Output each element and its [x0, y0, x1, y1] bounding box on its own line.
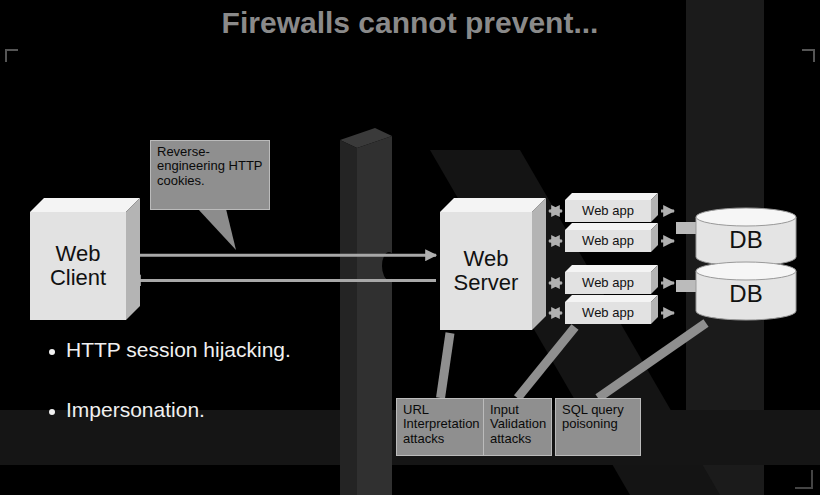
- firewall-face: [340, 140, 357, 495]
- flow-arrow: [549, 282, 562, 285]
- corner-mark: [6, 50, 18, 62]
- node-label: Web Client: [36, 242, 120, 290]
- web-app-box: Web app: [565, 230, 651, 252]
- flow-arrow: [661, 282, 674, 285]
- bullet-dot: [49, 349, 55, 355]
- cylinder-top: [696, 262, 796, 280]
- callout-pointer: [598, 323, 706, 398]
- firewall-side: [357, 136, 392, 495]
- box-top-face: [565, 223, 658, 230]
- box-top-face: [30, 198, 140, 212]
- corner-mark: [802, 50, 814, 62]
- box-top-face: [565, 295, 658, 302]
- callout-text: Input Validation attacks: [490, 403, 546, 446]
- node-label: Web app: [582, 306, 634, 320]
- flow-arrow: [130, 279, 436, 282]
- box-side-face: [651, 223, 658, 252]
- box-side-face: [532, 198, 546, 330]
- box-side-face: [126, 198, 140, 320]
- database-cylinder: DB: [696, 262, 796, 320]
- callout-pointer: [441, 333, 451, 398]
- corner-mark: [795, 470, 812, 488]
- node-label: DB: [729, 227, 762, 253]
- callout-text: URL Interpretation attacks: [403, 403, 480, 446]
- flow-arrow: [661, 210, 674, 213]
- callout-box: SQL query poisoning: [555, 398, 641, 456]
- slide-title: Firewalls cannot prevent...: [0, 6, 820, 40]
- box-side-face: [651, 265, 658, 294]
- box-top-face: [565, 193, 658, 200]
- callout-text: Reverse-engineering HTTP cookies.: [157, 145, 263, 188]
- box-side-face: [651, 295, 658, 324]
- client-box: Web Client: [30, 212, 126, 320]
- flow-arrow: [549, 312, 562, 315]
- web-app-box: Web app: [565, 200, 651, 222]
- callout-text: SQL query poisoning: [562, 403, 634, 432]
- db-connector: [676, 280, 696, 292]
- cylinder-top: [696, 208, 796, 226]
- bullet-text: Impersonation.: [66, 398, 316, 422]
- flow-arrow: [661, 312, 674, 315]
- flow-arrow: [130, 254, 436, 257]
- node-label: Web app: [582, 234, 634, 248]
- db-connector: [676, 222, 696, 234]
- box-top-face: [565, 265, 658, 272]
- callout-pointer: [518, 327, 576, 398]
- flow-arrow: [549, 240, 562, 243]
- callout-pointer: [198, 209, 236, 250]
- node-label: Web app: [582, 204, 634, 218]
- web-app-box: Web app: [565, 272, 651, 294]
- web-app-box: Web app: [565, 302, 651, 324]
- flow-arrow: [549, 210, 562, 213]
- server-box: Web Server: [440, 212, 532, 330]
- box-side-face: [651, 193, 658, 222]
- callout-box: Reverse-engineering HTTP cookies.: [150, 140, 270, 210]
- bullet-text: HTTP session hijacking.: [66, 338, 316, 362]
- node-label: DB: [729, 281, 762, 307]
- box-top-face: [440, 198, 546, 212]
- callout-box: Input Validation attacks: [483, 398, 552, 456]
- flow-arrow: [661, 240, 674, 243]
- node-label: Web Server: [446, 247, 526, 295]
- node-label: Web app: [582, 276, 634, 290]
- database-cylinder: DB: [696, 208, 796, 266]
- callout-box: URL Interpretation attacks: [396, 398, 485, 456]
- bullet-dot: [49, 409, 55, 415]
